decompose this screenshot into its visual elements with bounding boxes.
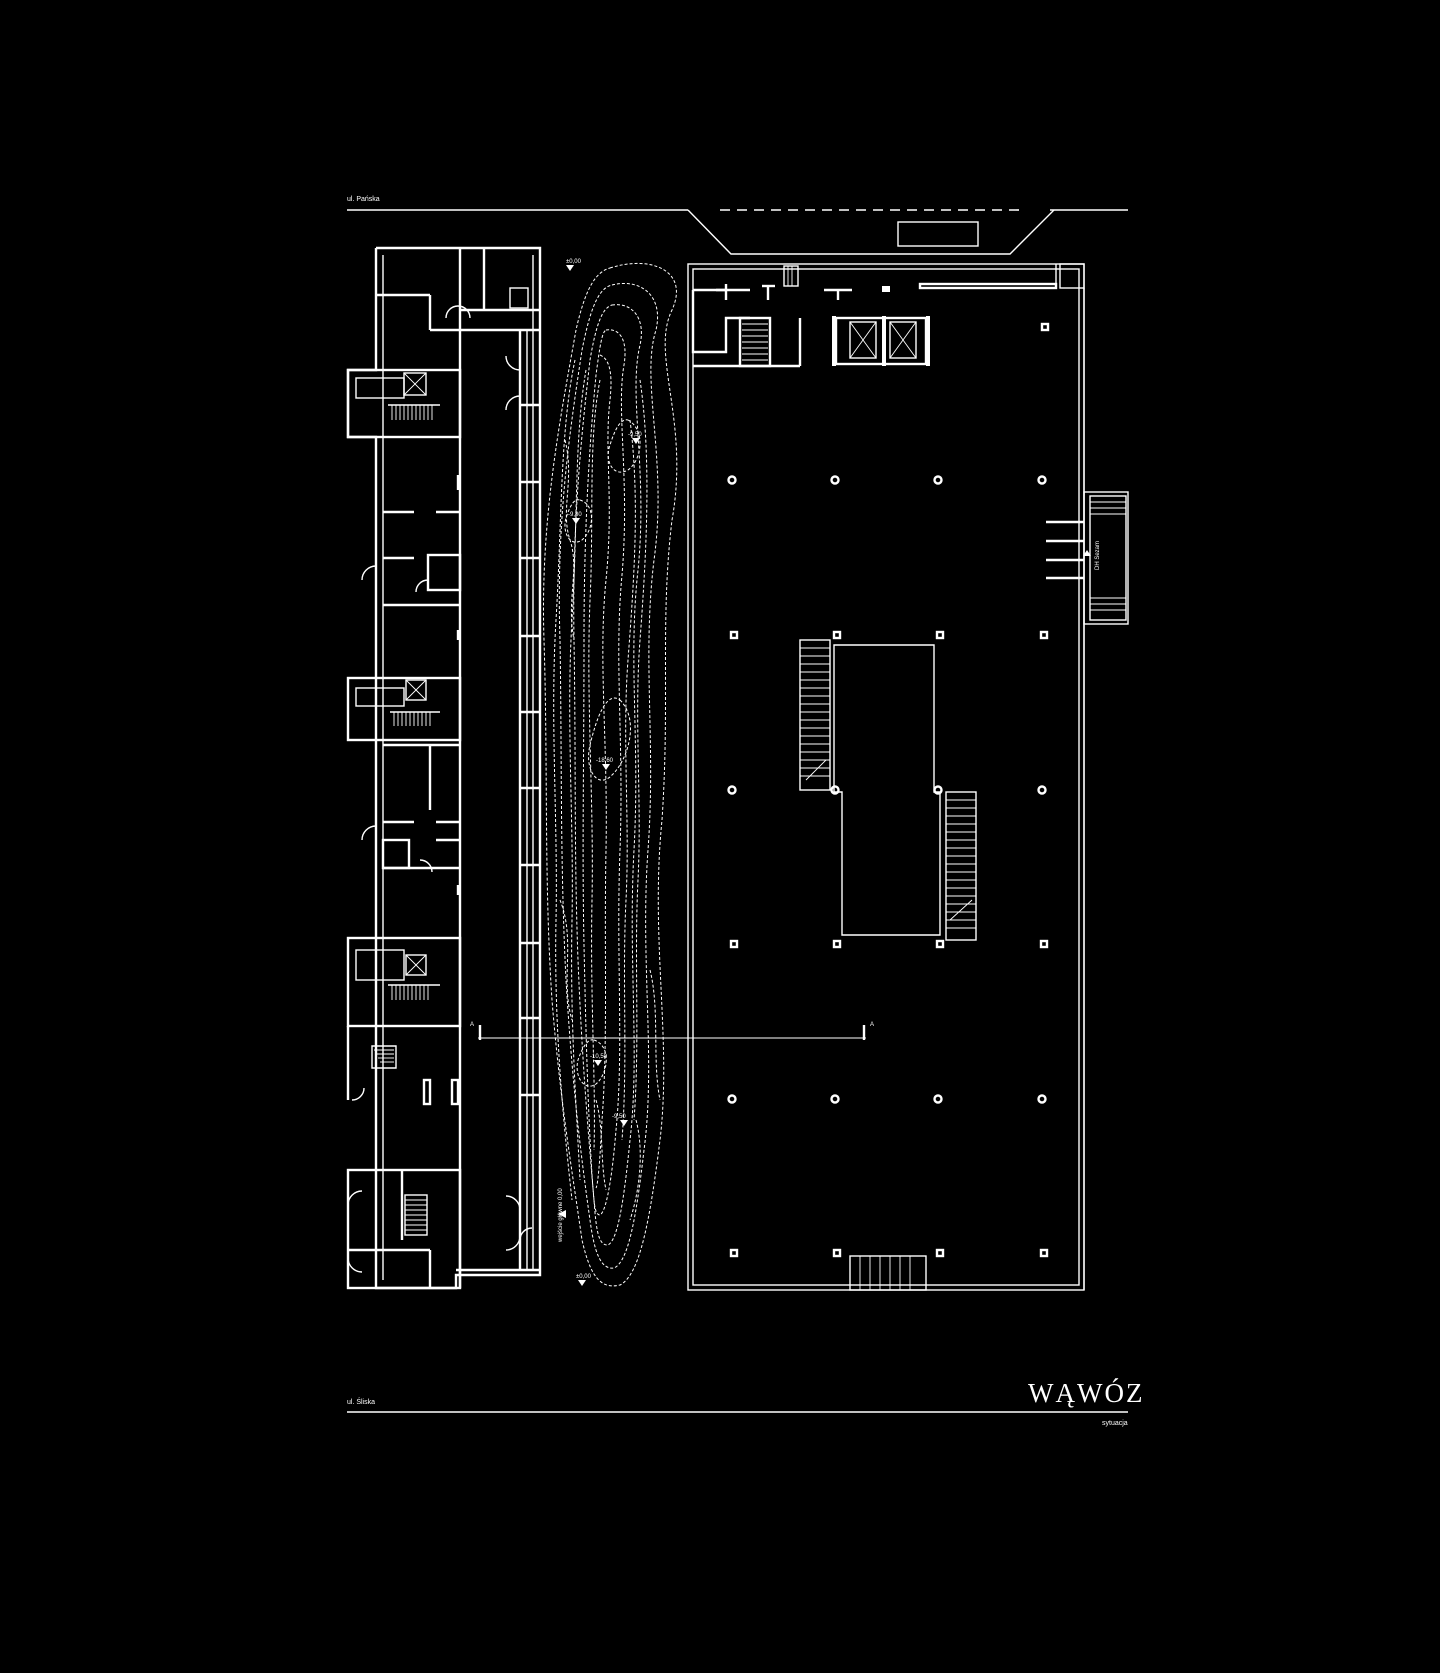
left-building: A A xyxy=(346,246,874,1290)
street-top-label: ul. Pańska xyxy=(347,196,380,203)
level-upper-mid: -9,80 xyxy=(568,512,582,518)
caption-label: sytuacja xyxy=(1102,1420,1128,1427)
level-marks: ±0,00 -9,50 -9,80 -18,60 -10,50 -9,50 ±0… xyxy=(566,259,642,1286)
level-lower: -9,50 xyxy=(612,1114,626,1120)
void-stair-right xyxy=(946,799,976,929)
bridge-arrow-icon xyxy=(1083,550,1091,556)
section-mark-right: A xyxy=(870,1022,874,1028)
level-top: ±0,00 xyxy=(566,259,582,265)
void-stair-left xyxy=(800,647,830,781)
right-building: DH Sezam xyxy=(687,263,1129,1291)
bridge-label: DH Sezam xyxy=(1095,541,1101,570)
street-bottom-label: ul. Śliska xyxy=(347,1397,375,1406)
east-bridge: DH Sezam xyxy=(1046,491,1129,625)
ravine-contours: ±0,00 -9,50 -9,80 -18,60 -10,50 -9,50 ±0… xyxy=(543,259,678,1287)
stair-4-treads xyxy=(405,1199,427,1231)
street-top: ul. Pańska xyxy=(347,196,1128,255)
stair-1-treads xyxy=(391,405,433,420)
section-mark-left: A xyxy=(470,1022,474,1028)
entrance-label: wejście główne 0,00 xyxy=(558,1188,564,1243)
level-upper: -9,50 xyxy=(628,432,642,438)
corridor-window-marks xyxy=(520,403,540,1097)
level-bottom: -18,60 xyxy=(596,758,614,764)
level-bottom-end: ±0,00 xyxy=(576,1274,592,1280)
level-lower-mid: -10,50 xyxy=(590,1054,608,1060)
street-bottom: ul. Śliska sytuacja WĄWÓZ xyxy=(347,1378,1144,1427)
service-stair-treads xyxy=(742,323,768,361)
project-logo: WĄWÓZ xyxy=(1028,1378,1144,1408)
section-line-a: A A xyxy=(470,1022,874,1040)
stair-3-treads xyxy=(391,985,429,1000)
entrance-arrow-icon xyxy=(558,1210,566,1218)
stair-2-treads xyxy=(393,712,431,726)
